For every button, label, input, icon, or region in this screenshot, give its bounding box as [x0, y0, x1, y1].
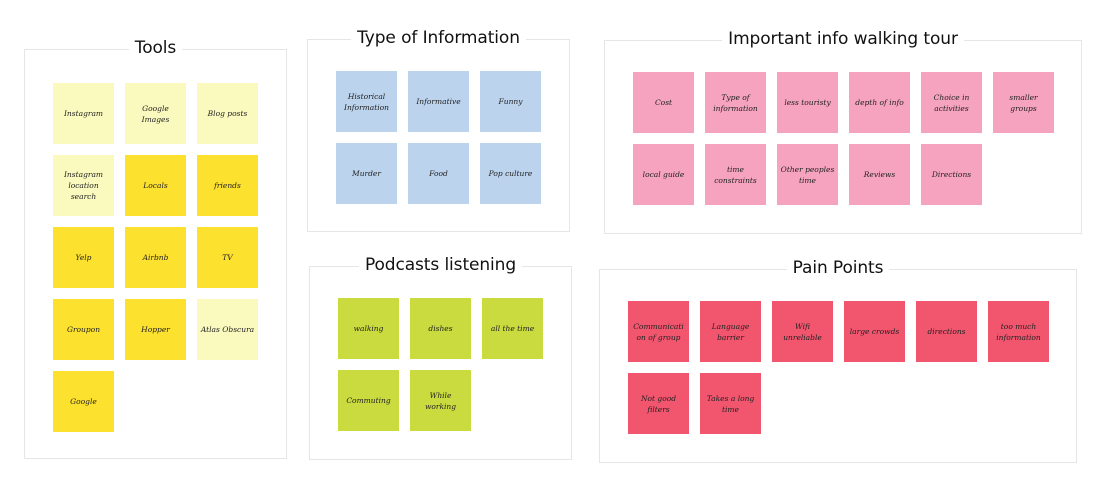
sticky-note[interactable]: Commuting	[338, 370, 399, 431]
sticky-note[interactable]: Not good filters	[628, 373, 689, 434]
sticky-note[interactable]: dishes	[410, 298, 471, 359]
sticky-note[interactable]: Takes a long time	[700, 373, 761, 434]
sticky-note[interactable]: Wifi unreliable	[772, 301, 833, 362]
sticky-note[interactable]: Locals	[125, 155, 186, 216]
sticky-note[interactable]: smaller groups	[993, 72, 1054, 133]
sticky-note[interactable]: Reviews	[849, 144, 910, 205]
sticky-note[interactable]: Other peoples time	[777, 144, 838, 205]
sticky-note[interactable]: walking	[338, 298, 399, 359]
frame-title-tools[interactable]: Tools	[128, 36, 183, 60]
sticky-note[interactable]: TV	[197, 227, 258, 288]
sticky-note[interactable]: directions	[916, 301, 977, 362]
sticky-note[interactable]: Type of information	[705, 72, 766, 133]
sticky-note[interactable]: Language barrier	[700, 301, 761, 362]
sticky-note[interactable]: Groupon	[53, 299, 114, 360]
sticky-note[interactable]: Instagram location search	[53, 155, 114, 216]
sticky-note[interactable]: Yelp	[53, 227, 114, 288]
sticky-note[interactable]: Airbnb	[125, 227, 186, 288]
sticky-note[interactable]: Food	[408, 143, 469, 204]
sticky-note[interactable]: all the time	[482, 298, 543, 359]
sticky-note[interactable]: Hopper	[125, 299, 186, 360]
sticky-note[interactable]: Instagram	[53, 83, 114, 144]
sticky-note[interactable]: Google	[53, 371, 114, 432]
sticky-note[interactable]: time constraints	[705, 144, 766, 205]
frame-title-type-of-information[interactable]: Type of Information	[351, 26, 526, 50]
sticky-note[interactable]: Google Images	[125, 83, 186, 144]
sticky-note[interactable]: Historical Information	[336, 71, 397, 132]
sticky-note[interactable]: Funny	[480, 71, 541, 132]
sticky-note[interactable]: Blog posts	[197, 83, 258, 144]
sticky-note[interactable]: Directions	[921, 144, 982, 205]
sticky-note[interactable]: While working	[410, 370, 471, 431]
sticky-note[interactable]: too much information	[988, 301, 1049, 362]
frame-title-podcasts-listening[interactable]: Podcasts listening	[358, 253, 523, 277]
sticky-note[interactable]: Informative	[408, 71, 469, 132]
frame-title-pain-points[interactable]: Pain Points	[786, 256, 890, 280]
sticky-note[interactable]: Pop culture	[480, 143, 541, 204]
sticky-note[interactable]: friends	[197, 155, 258, 216]
sticky-note[interactable]: Atlas Obscura	[197, 299, 258, 360]
sticky-note[interactable]: large crowds	[844, 301, 905, 362]
sticky-note[interactable]: Murder	[336, 143, 397, 204]
sticky-note[interactable]: Cost	[633, 72, 694, 133]
sticky-note[interactable]: Communication of group	[628, 301, 689, 362]
sticky-note[interactable]: depth of info	[849, 72, 910, 133]
sticky-note[interactable]: local guide	[633, 144, 694, 205]
frame-title-important-info-walking-tour[interactable]: Important info walking tour	[722, 27, 964, 51]
sticky-note[interactable]: Choice in activities	[921, 72, 982, 133]
sticky-note[interactable]: less touristy	[777, 72, 838, 133]
